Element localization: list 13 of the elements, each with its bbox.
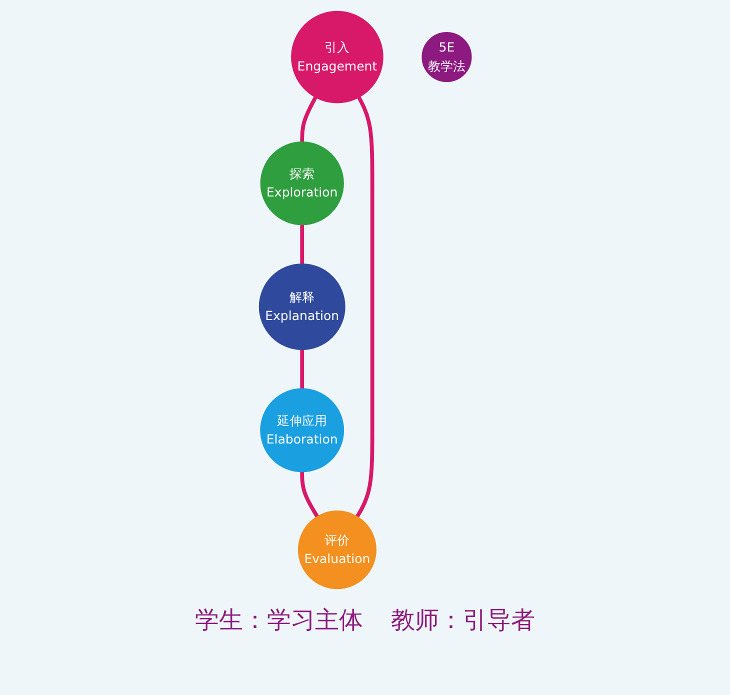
role-note: 学生：学习主体 (195, 605, 363, 636)
node-circle: 解释 Explanation (258, 264, 346, 350)
node-circle: 引入 Engagement (290, 10, 384, 104)
node-circle: 评价 Evaluation (298, 510, 376, 590)
connector (300, 96, 317, 142)
connector (300, 224, 304, 264)
connector (355, 96, 374, 518)
node-circle: 延伸应用 Elaboration (260, 388, 344, 472)
node-circle: 5E 教学法 (421, 32, 472, 82)
node-circle: 探索 Exploration (260, 142, 344, 226)
connector (300, 472, 319, 518)
role-note: 教师：引导者 (391, 605, 535, 636)
connector (300, 350, 304, 389)
